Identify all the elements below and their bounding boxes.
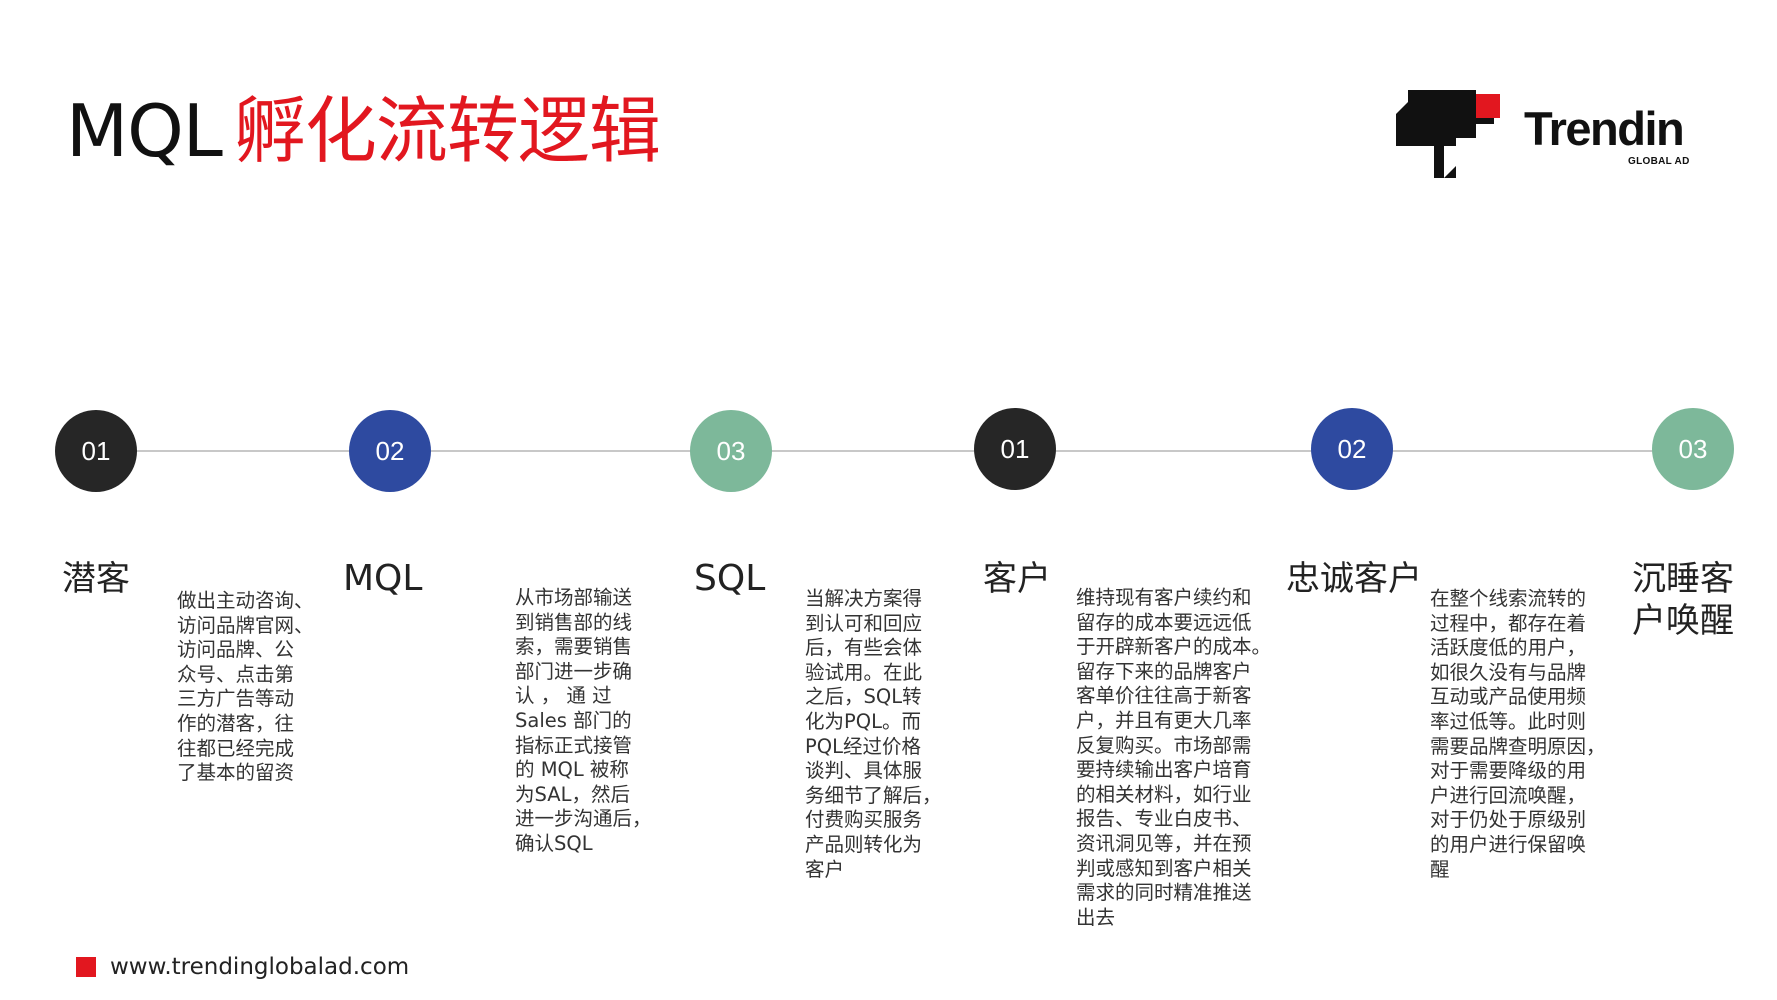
step-node-1: 01 [55,410,137,492]
step-node-5: 02 [1311,408,1393,490]
step-node-2: 02 [349,410,431,492]
desc-prospect: 做出主动咨询、 访问品牌官网、 访问品牌、公 众号、点击第 三方广告等动 作的潜… [177,589,314,785]
desc-sql: 当解决方案得 到认可和回应 后，有些会体 验试用。在此 之后，SQL转 化为PQ… [805,587,942,881]
desc-mql: 从市场部输送 到销售部的线 索，需要销售 部门进一步确 认 ， 通 过 Sale… [515,586,652,855]
stage-label-loyal-customer: 忠诚客户 [1286,559,1422,599]
logo-wordmark: Trendin [1524,102,1685,155]
step-node-6: 03 [1652,408,1734,490]
footer-website-url: www.trendinglobalad.com [110,954,410,980]
trendin-logo: Trendin GLOBAL AD [1390,88,1710,180]
step-node-4: 01 [974,408,1056,490]
title-prefix: MQL [66,89,223,173]
step-node-3: 03 [690,410,772,492]
logo-subtitle: GLOBAL AD [1628,156,1690,167]
timeline-line [96,450,1694,452]
desc-loyal-customer: 在整个线索流转的 过程中，都存在着 活跃度低的用户， 如很久没有与品牌 互动或产… [1430,587,1606,881]
stage-label-mql: MQL [343,558,423,599]
logo-mark-icon [1396,90,1500,178]
stage-label-prospect: 潜客 [62,559,130,599]
stage-label-sql: SQL [694,558,766,599]
stage-label-dormant-wakeup: 沉睡客 户唤醒 [1632,559,1734,641]
footer-red-square [76,957,96,977]
stage-label-customer: 客户 [983,559,1051,599]
title-main: 孵化流转逻辑 [233,89,661,173]
desc-customer: 维持现有客户续约和 留存的成本要远远低 于开辟新客户的成本。 留存下来的品牌客户… [1076,586,1272,929]
